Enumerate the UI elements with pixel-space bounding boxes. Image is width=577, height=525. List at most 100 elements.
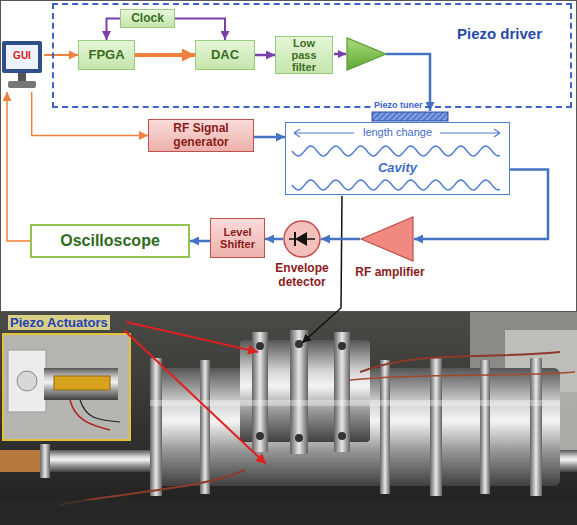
node-label: RF amplifier	[350, 265, 430, 279]
signal-arrow	[255, 54, 275, 57]
process-box: DAC	[195, 40, 255, 70]
process-box: Oscilloscope	[30, 224, 190, 258]
cavity-photo	[252, 332, 268, 452]
process-box: Clock	[120, 9, 175, 28]
cavity-box: length changeCavity	[285, 122, 510, 195]
detector-circle	[284, 221, 320, 257]
cavity-photo	[0, 312, 577, 525]
cavity-photo	[0, 450, 45, 472]
process-box: Level Shifter	[210, 218, 265, 258]
cavity-wave	[292, 146, 500, 156]
computer-icon	[8, 81, 36, 88]
signal-arrow	[44, 54, 78, 56]
computer-icon	[0, 40, 44, 92]
amplifier-triangle	[360, 216, 414, 262]
cavity-photo	[334, 332, 350, 452]
computer-icon: GUI	[0, 40, 44, 92]
cavity-photo	[0, 312, 577, 525]
signal-arrow	[175, 19, 225, 41]
node-label: Low pass filter	[279, 37, 329, 73]
leader-line	[302, 196, 342, 343]
signal-arrow	[321, 238, 360, 241]
part-label: Piezo tuner	[372, 100, 425, 110]
detector-circle	[295, 232, 307, 246]
signal-arrow	[7, 92, 30, 241]
cavity-wave	[286, 123, 508, 193]
computer-icon	[6, 45, 38, 69]
node-label: RF Signal generator	[152, 122, 250, 148]
signal-arrow	[414, 169, 548, 239]
cavity-photo	[290, 330, 308, 454]
cavity-photo	[40, 444, 50, 478]
node-label: DAC	[211, 48, 239, 62]
inset-photo	[3, 334, 130, 440]
group-box: ClockFPGA DAC Low pass filter Piezo driver	[52, 3, 572, 108]
cavity-photo	[430, 358, 442, 496]
cavity-photo	[350, 372, 575, 380]
computer-icon	[18, 73, 26, 81]
signal-arrow	[107, 19, 121, 41]
cavity-photo	[360, 352, 560, 372]
cavity-photo	[295, 434, 303, 442]
node-label: Level Shifter	[214, 226, 261, 250]
node-label: length change	[361, 126, 434, 138]
inset-photo	[17, 371, 37, 391]
piezo-drive-wire	[386, 54, 430, 111]
cavity-wave	[292, 180, 500, 190]
signal-arrow	[32, 92, 148, 136]
node-label: FPGA	[88, 48, 124, 62]
pointer-arrow	[126, 322, 258, 352]
piezo-drive-wire	[386, 54, 430, 111]
amplifier-symbol	[347, 38, 386, 70]
signal-arrow	[265, 238, 283, 241]
node-label: Cavity	[375, 160, 420, 175]
diagram-frame	[0, 0, 577, 312]
node-label: Piezo driver	[457, 25, 542, 42]
computer-icon	[2, 41, 42, 73]
cavity-photo	[256, 342, 264, 350]
node-label: Oscilloscope	[60, 232, 160, 250]
cavity-photo	[338, 432, 346, 440]
pointer-arrow	[124, 322, 266, 464]
amplifier-triangle	[361, 217, 413, 261]
node-label: Envelope detector	[266, 262, 338, 290]
inset-photo	[80, 400, 120, 422]
cavity-photo	[150, 358, 162, 496]
cavity-photo	[338, 342, 346, 350]
cavity-photo	[200, 360, 210, 494]
detector-circle	[289, 238, 315, 240]
signal-arrow	[190, 240, 210, 243]
cavity-photo	[480, 360, 490, 494]
pointer-arrow	[124, 330, 266, 464]
inset-photo	[54, 376, 110, 390]
signal-arrow	[254, 136, 285, 139]
part-label: Piezo Actuators	[8, 315, 110, 330]
amplifier-symbol	[334, 38, 386, 70]
cavity-photo	[295, 340, 303, 348]
cavity-photo	[150, 400, 560, 406]
process-box: RF Signal generator	[148, 119, 254, 152]
cavity-wave	[440, 129, 500, 137]
cavity-photo	[530, 358, 542, 496]
node-label: GUI	[0, 50, 44, 61]
leader-line	[302, 196, 342, 343]
inset-photo	[8, 350, 46, 412]
inset-photo	[44, 368, 118, 400]
detector-circle	[294, 232, 296, 246]
diagram-frame	[1, 1, 577, 312]
process-box: FPGA	[78, 40, 135, 70]
node-label: Clock	[131, 12, 164, 25]
cavity-photo	[256, 432, 264, 440]
cavity-photo	[0, 500, 577, 525]
cavity-photo	[380, 360, 390, 494]
process-box: Low pass filter	[275, 36, 333, 74]
inset-photo	[3, 334, 130, 440]
detector-circle: Envelope detector	[266, 218, 338, 298]
detector-circle	[283, 220, 321, 258]
amplifier-triangle: RF amplifier	[350, 213, 430, 293]
cavity-photo	[60, 470, 245, 505]
